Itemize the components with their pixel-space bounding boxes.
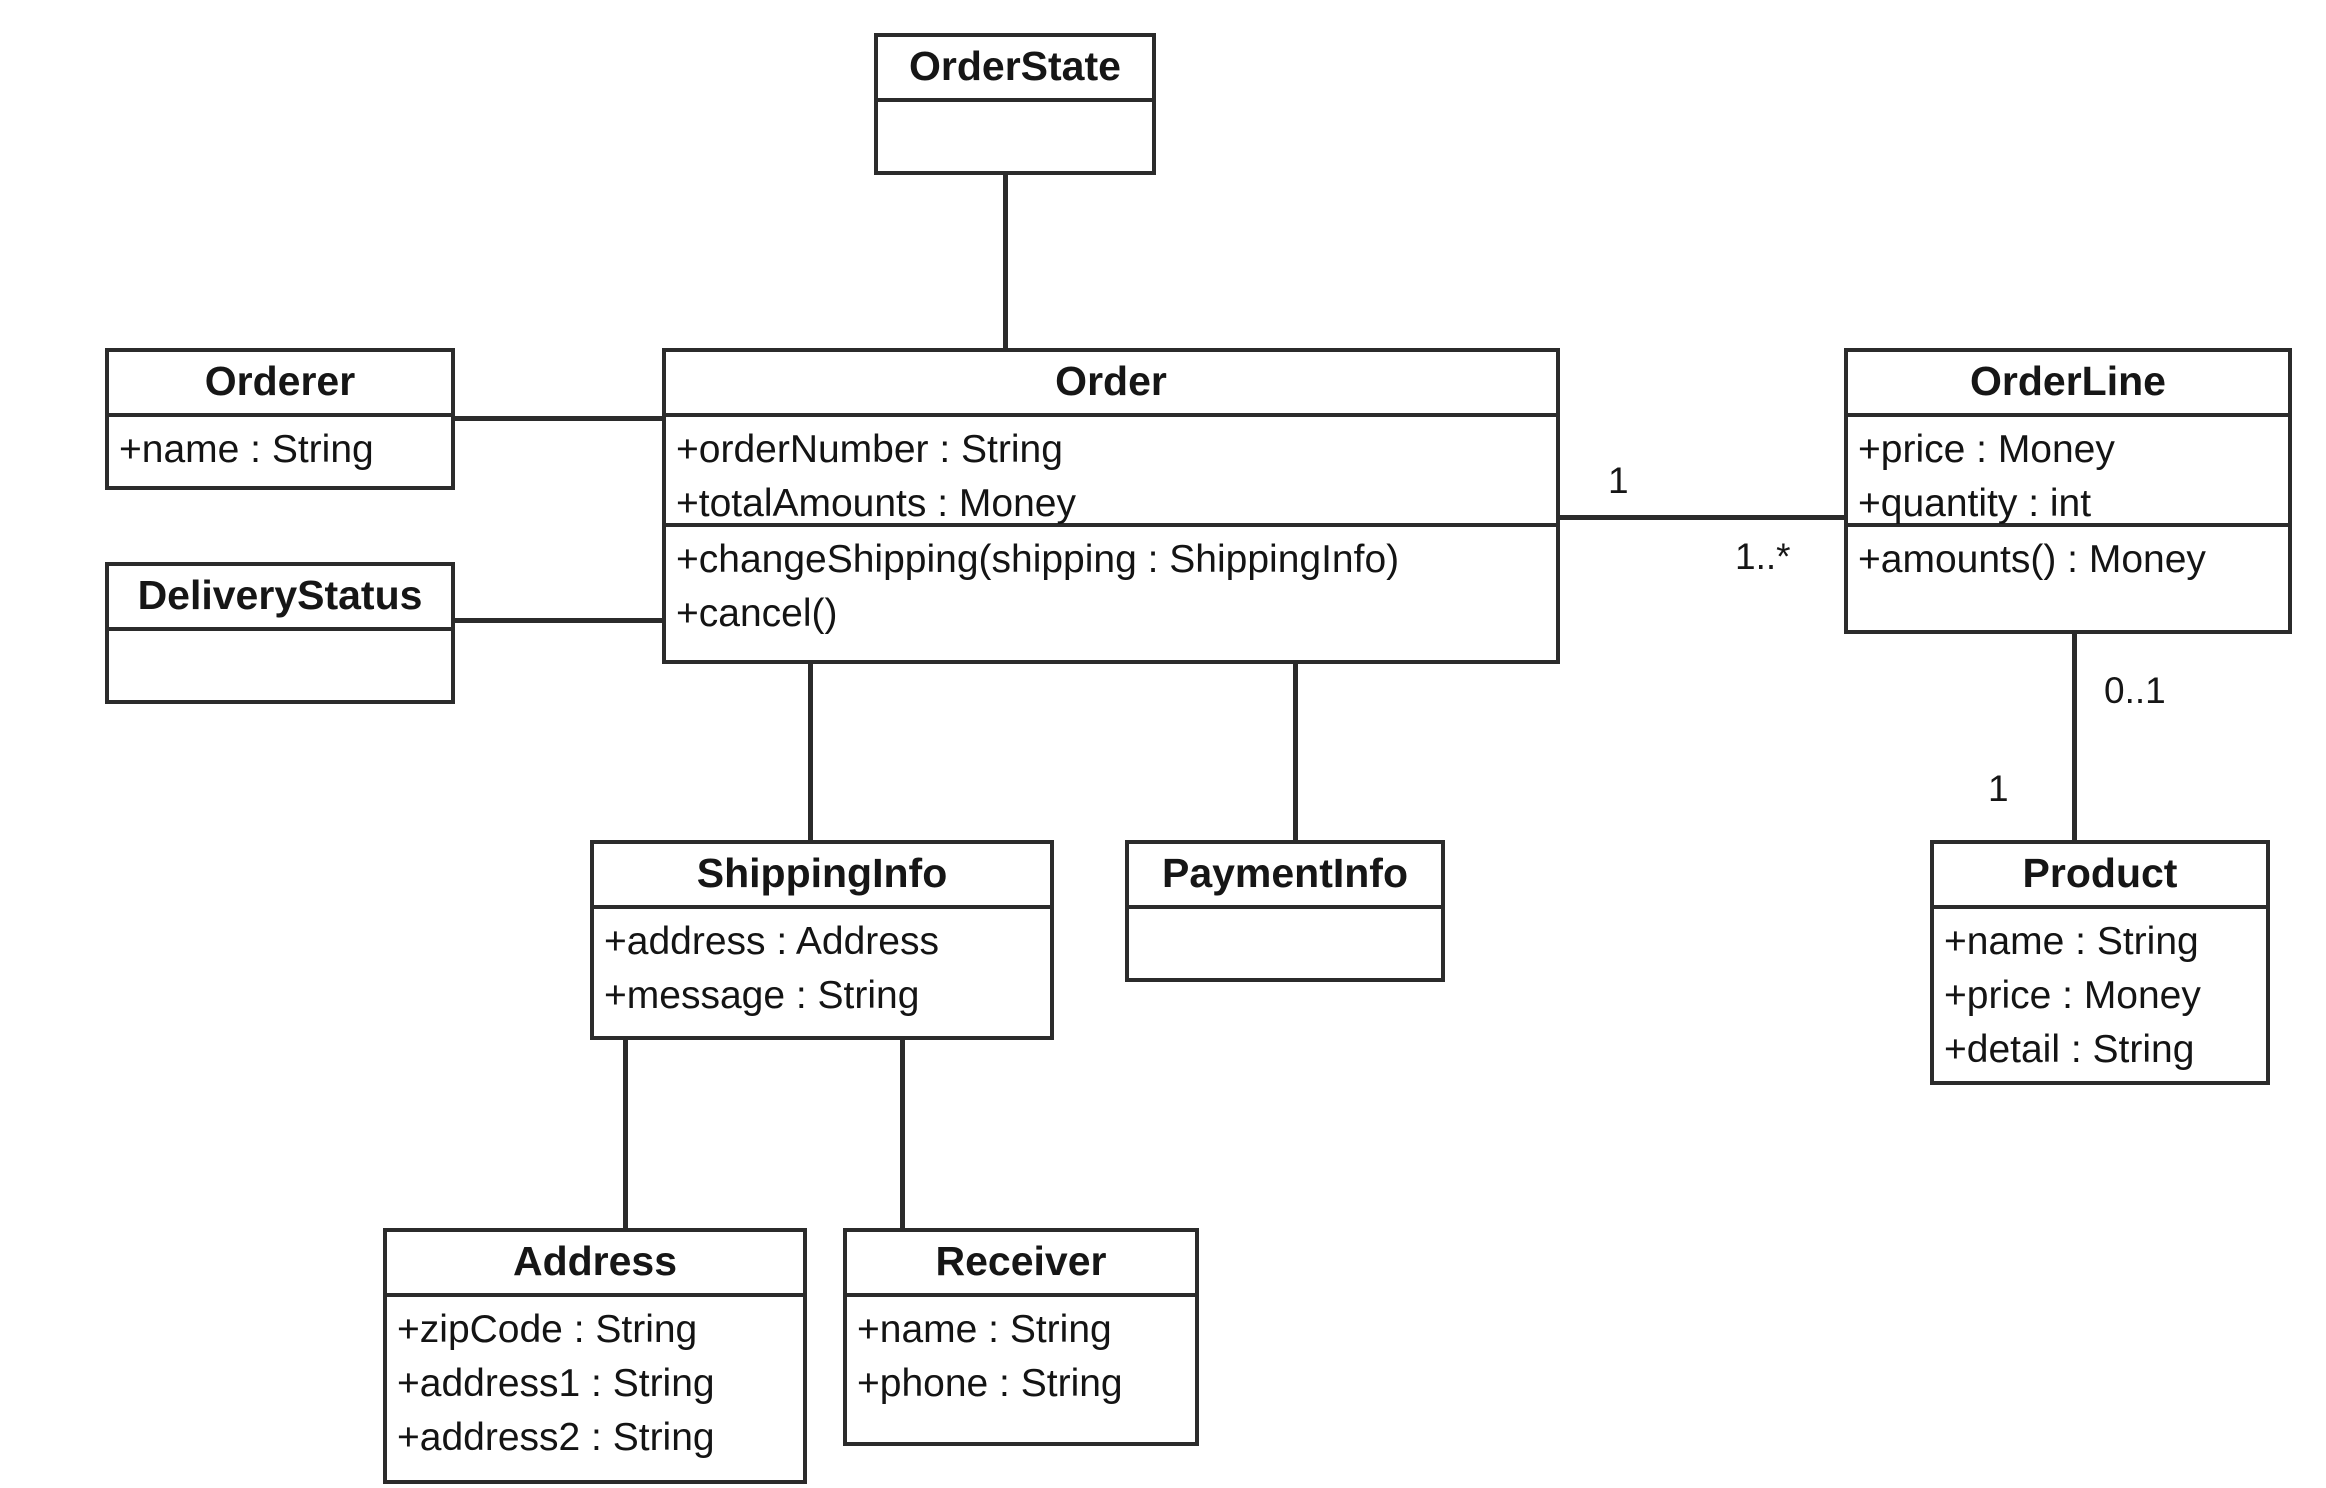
connector-order-orderline bbox=[1556, 515, 1846, 520]
class-member: +totalAmounts : Money bbox=[676, 482, 1076, 525]
class-compartment-product-attributes: +name : String +price : Money +detail : … bbox=[1934, 905, 2266, 1083]
class-compartment-orderline-attributes: +price : Money +quantity : int bbox=[1848, 413, 2288, 523]
class-member: +price : Money bbox=[1944, 974, 2201, 1017]
class-compartment-address-attributes: +zipCode : String +address1 : String +ad… bbox=[387, 1293, 803, 1482]
class-member: +name : String bbox=[1944, 920, 2199, 963]
connector-orderline-product bbox=[2072, 634, 2077, 844]
class-box-address[interactable]: Address +zipCode : String +address1 : St… bbox=[383, 1228, 807, 1484]
class-compartment-orderline-operations: +amounts() : Money bbox=[1848, 523, 2288, 635]
class-name-deliverystatus: DeliveryStatus bbox=[137, 572, 423, 618]
class-compartment-paymentinfo-empty bbox=[1129, 905, 1441, 980]
class-compartment-shippinginfo-attributes: +address : Address +message : String bbox=[594, 905, 1050, 1038]
class-box-deliverystatus[interactable]: DeliveryStatus bbox=[105, 562, 455, 704]
class-name-product: Product bbox=[2022, 850, 2178, 896]
connector-shippinginfo-receiver bbox=[900, 1040, 905, 1230]
class-box-orderstate[interactable]: OrderState bbox=[874, 33, 1156, 175]
class-box-shippinginfo[interactable]: ShippingInfo +address : Address +message… bbox=[590, 840, 1054, 1040]
class-compartment-receiver-attributes: +name : String +phone : String bbox=[847, 1293, 1195, 1444]
class-member: +address1 : String bbox=[397, 1362, 715, 1405]
class-member: +amounts() : Money bbox=[1858, 538, 2206, 581]
class-name-orderer: Orderer bbox=[204, 358, 356, 404]
connector-deliverystatus-order bbox=[455, 618, 665, 623]
class-member: +message : String bbox=[604, 974, 920, 1017]
class-member: +quantity : int bbox=[1858, 482, 2092, 525]
connector-shippinginfo-address bbox=[623, 1040, 628, 1230]
class-name-orderline: OrderLine bbox=[1970, 358, 2166, 404]
class-member: +address : Address bbox=[604, 920, 939, 963]
class-name-address: Address bbox=[512, 1238, 678, 1284]
class-member: +cancel() bbox=[676, 592, 838, 635]
class-member: +name : String bbox=[857, 1308, 1112, 1351]
class-member: +zipCode : String bbox=[397, 1308, 698, 1351]
class-box-orderer[interactable]: Orderer +name : String bbox=[105, 348, 455, 490]
multiplicity-orderline-product-target: 1 bbox=[1988, 768, 2009, 809]
class-name-paymentinfo: PaymentInfo bbox=[1161, 850, 1409, 896]
connector-order-paymentinfo bbox=[1293, 660, 1298, 855]
multiplicity-order-orderline-target: 1..* bbox=[1735, 536, 1791, 577]
multiplicity-order-orderline-source: 1 bbox=[1608, 460, 1629, 501]
class-name-orderstate: OrderState bbox=[909, 43, 1121, 89]
class-box-product[interactable]: Product +name : String +price : Money +d… bbox=[1930, 840, 2270, 1085]
class-box-receiver[interactable]: Receiver +name : String +phone : String bbox=[843, 1228, 1199, 1446]
multiplicity-orderline-product-source: 0..1 bbox=[2104, 670, 2166, 711]
class-member: +price : Money bbox=[1858, 428, 2115, 471]
class-member: +changeShipping(shipping : ShippingInfo) bbox=[676, 538, 1400, 581]
class-member: +detail : String bbox=[1944, 1028, 2195, 1071]
class-box-orderline[interactable]: OrderLine +price : Money +quantity : int… bbox=[1844, 348, 2292, 634]
class-name-order: Order bbox=[1055, 358, 1167, 404]
connector-order-shippinginfo bbox=[808, 660, 813, 855]
connector-orderstate-order bbox=[1003, 175, 1008, 355]
class-compartment-order-operations: +changeShipping(shipping : ShippingInfo)… bbox=[666, 523, 1556, 665]
class-name-receiver: Receiver bbox=[935, 1238, 1107, 1284]
class-box-order[interactable]: Order +orderNumber : String +totalAmount… bbox=[662, 348, 1560, 664]
class-compartment-orderer-attributes: +name : String bbox=[109, 413, 451, 488]
class-member: +phone : String bbox=[857, 1362, 1123, 1405]
class-compartment-orderstate-empty bbox=[878, 98, 1152, 173]
class-compartment-order-attributes: +orderNumber : String +totalAmounts : Mo… bbox=[666, 413, 1556, 523]
connector-orderer-order bbox=[455, 416, 665, 421]
class-member: +name : String bbox=[119, 428, 374, 471]
class-compartment-deliverystatus-empty bbox=[109, 627, 451, 702]
class-box-paymentinfo[interactable]: PaymentInfo bbox=[1125, 840, 1445, 982]
class-member: +address2 : String bbox=[397, 1416, 715, 1459]
class-name-shippinginfo: ShippingInfo bbox=[696, 850, 948, 896]
class-member: +orderNumber : String bbox=[676, 428, 1063, 471]
